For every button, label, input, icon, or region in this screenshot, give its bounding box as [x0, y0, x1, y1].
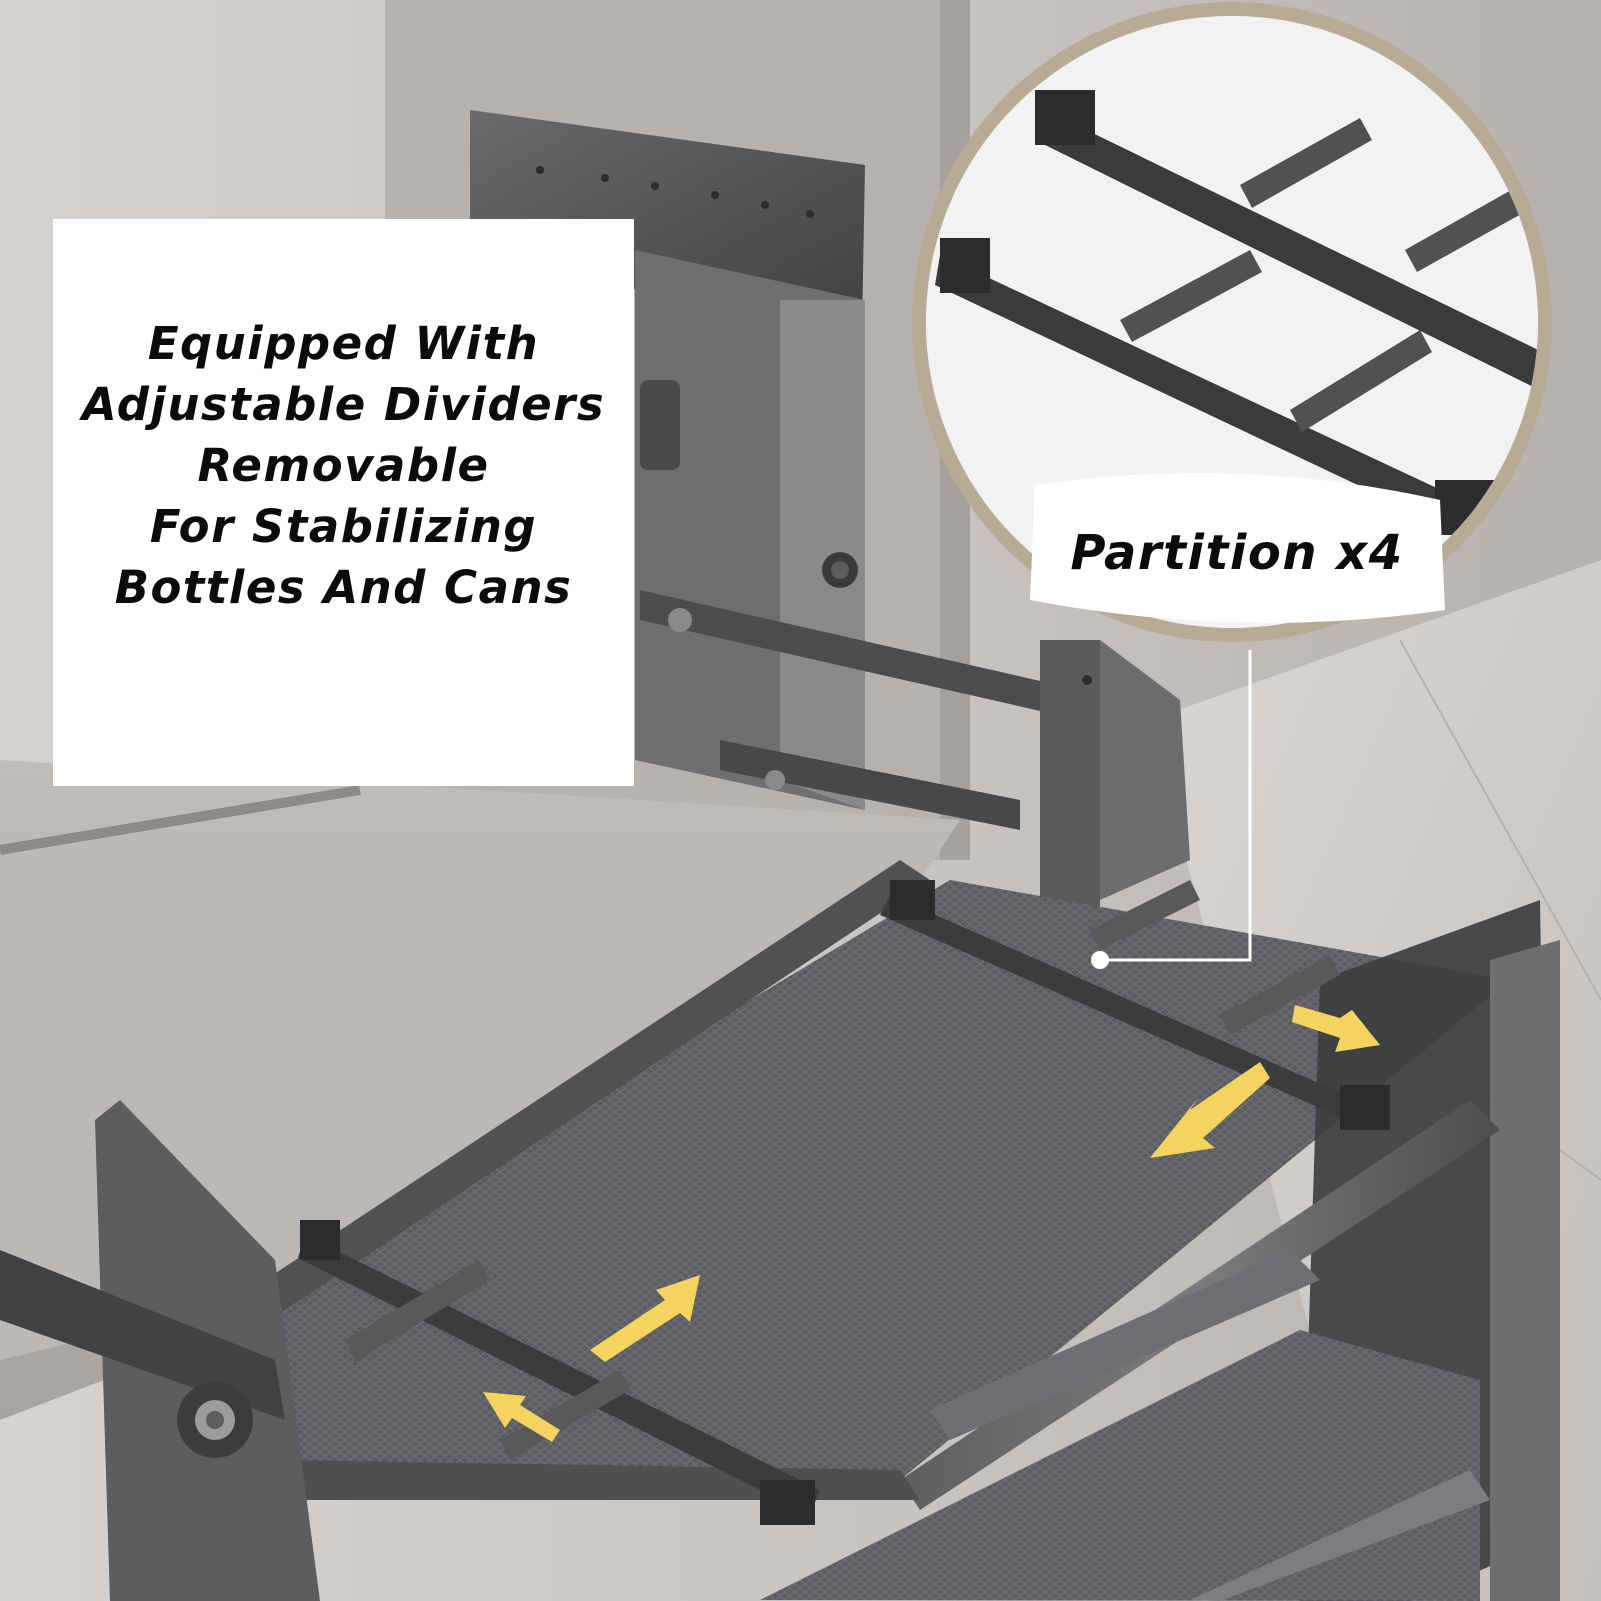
caption-line-3: Removable: [197, 439, 490, 492]
slide-rail: [640, 590, 1080, 720]
caption-line-5: Bottles And Cans: [114, 561, 573, 614]
partition-count-label: Partition x4: [1070, 525, 1404, 581]
caption-line-4: For Stabilizing: [149, 500, 538, 553]
caption-line-1: Equipped With: [147, 317, 540, 370]
feature-caption-box: Equipped With Adjustable Dividers Remova…: [53, 219, 634, 786]
arrow-icon: [483, 1005, 1380, 1442]
partition-label-bg: [1030, 473, 1445, 623]
basket-back-rail: [250, 860, 930, 1320]
callout-leader: [1100, 650, 1252, 962]
partition-front: [298, 1220, 820, 1525]
caption-line-2: Adjustable Dividers: [81, 378, 606, 431]
basket-tray-lower: [760, 1330, 1480, 1601]
